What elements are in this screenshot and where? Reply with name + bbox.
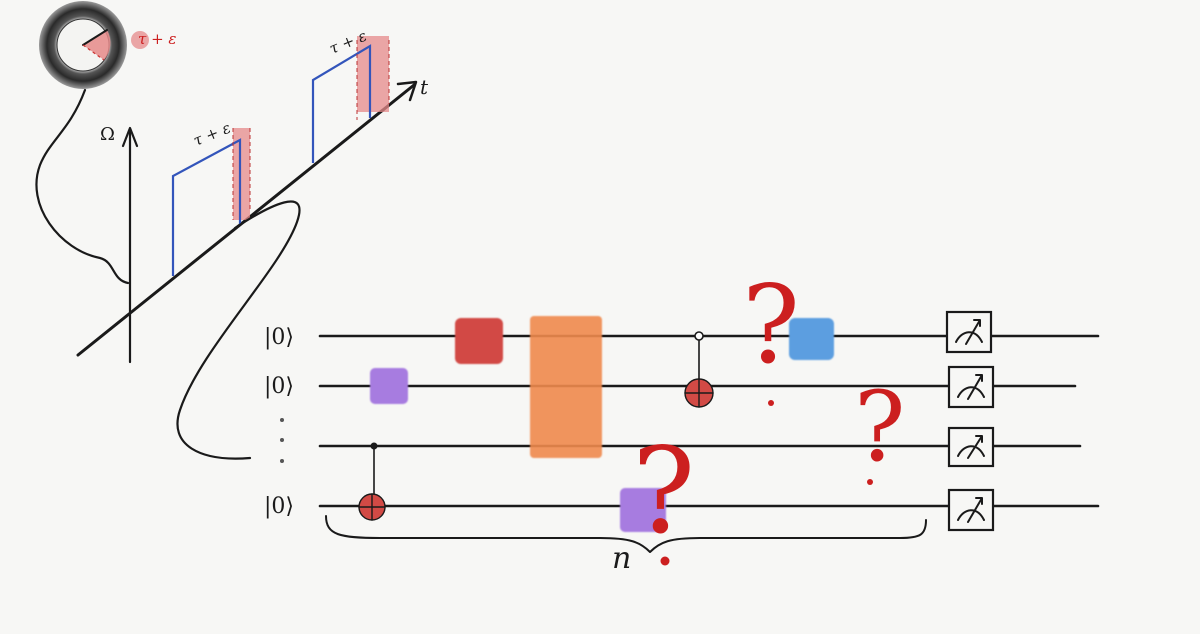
cnot-gate-2 <box>684 331 714 408</box>
qubit-label-1: |0⟩ <box>264 325 294 350</box>
time-axis-arrow <box>396 80 418 102</box>
gate-orange-multi <box>530 316 602 458</box>
cnot-gate-1 <box>358 442 386 521</box>
y-axis-arrow <box>121 126 139 148</box>
question-mark-1: ? <box>742 263 800 388</box>
pulse-2: τ + ε <box>311 27 390 163</box>
quantum-circuit: |0⟩ |0⟩ |0⟩ <box>264 263 1100 576</box>
brace <box>325 515 927 553</box>
pulse-1-label: τ + ε <box>191 119 233 150</box>
clock-icon: τ + ε <box>39 1 176 89</box>
gate-purple-1 <box>370 368 408 404</box>
zoom-connector <box>176 200 301 460</box>
qubit-wires <box>318 334 1100 508</box>
measure-icon-1 <box>945 310 993 354</box>
qubit-label-2: |0⟩ <box>264 374 294 399</box>
measurement-boxes <box>945 310 995 532</box>
gate-red <box>455 318 503 364</box>
question-mark-3: ? <box>854 371 905 483</box>
brace-label: n <box>612 541 631 576</box>
ellipsis-dots <box>280 418 284 463</box>
measure-icon-2 <box>947 365 995 409</box>
pulse-1: τ + ε <box>171 119 251 276</box>
gate-purple-2 <box>620 488 666 532</box>
qubit-label-3: |0⟩ <box>264 494 294 519</box>
question-mark-2: ? <box>632 422 695 560</box>
x-axis-label: t <box>420 75 429 99</box>
measure-icon-4 <box>947 488 995 532</box>
clock-label: τ + ε <box>138 30 176 48</box>
clock-connector <box>35 88 130 285</box>
question-marks: ? ? ? <box>632 263 905 566</box>
y-axis-label: Ω <box>100 124 115 145</box>
measure-icon-3 <box>947 426 995 468</box>
gate-blue <box>789 318 834 360</box>
